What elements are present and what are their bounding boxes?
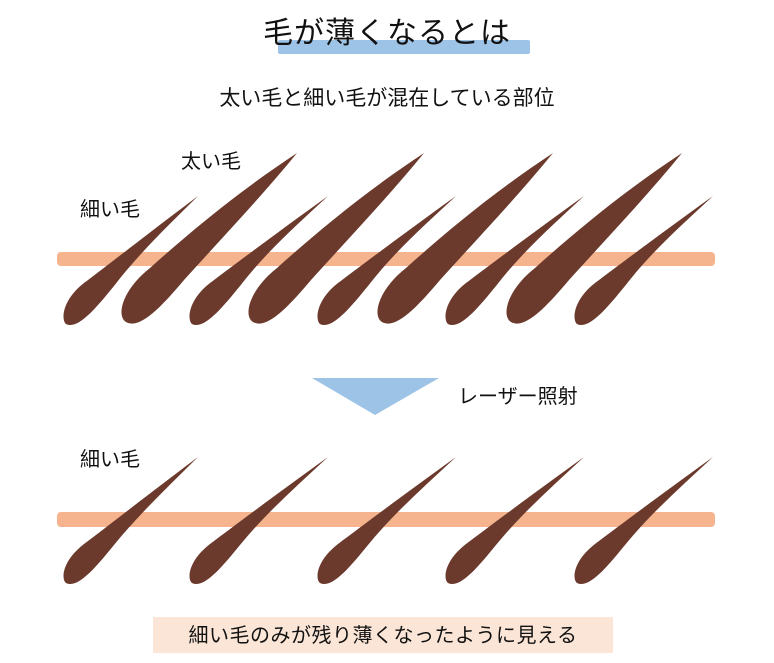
bottom-note: 細い毛のみが残り薄くなったように見える [153,617,613,653]
hair-thick-top-3 [377,153,553,324]
hair-thin-top-5 [574,196,713,326]
subtitle: 太い毛と細い毛が混在している部位 [219,86,555,110]
hair-thick-top-2 [248,153,424,324]
hair-thin-bottom-2 [189,457,328,585]
hair-thin-bottom-4 [445,457,584,585]
hair-thick-top-1 [121,153,297,324]
thin-hair-label-bottom: 細い毛 [80,447,140,471]
hair-thin-top-2 [189,196,328,326]
thick-hair-label: 太い毛 [181,149,241,173]
title-area: 毛が薄くなるとは [0,12,774,56]
page-title: 毛が薄くなるとは [263,16,511,51]
down-arrow-icon [312,378,439,415]
hair-thin-top-4 [445,196,584,326]
hair-thin-top-3 [317,196,456,326]
hair-thin-bottom-3 [317,457,456,585]
hair-thin-bottom-1 [63,457,199,585]
thin-hair-label-top: 細い毛 [80,197,140,221]
hair-thin-top-1 [63,196,199,326]
hair-thin-bottom-5 [574,457,713,585]
title-highlight [278,40,530,54]
laser-label: レーザー照射 [458,384,578,408]
hair-thick-top-4 [506,153,682,324]
